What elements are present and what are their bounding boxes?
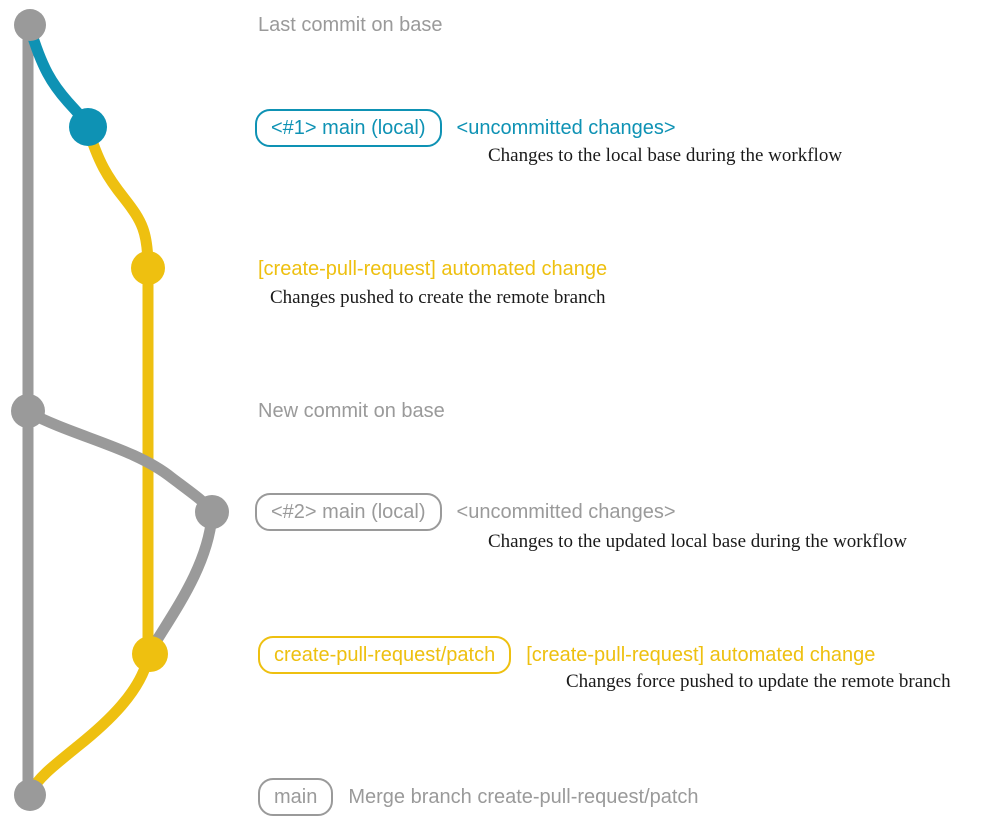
commit-dot-local-main-1: [69, 108, 107, 146]
commit-dot-last-base: [14, 9, 46, 41]
commit-dot-new-base: [11, 394, 45, 428]
commit-dot-patch-2: [132, 636, 168, 672]
commit-dot-local-main-2: [195, 495, 229, 529]
commit1-description: Changes to the local base during the wor…: [488, 145, 843, 166]
last-commit-label: Last commit on base: [258, 14, 443, 36]
commit2-row: <#2> main (local) <uncommitted changes>: [255, 493, 676, 531]
commit2-annotation: <uncommitted changes>: [456, 500, 676, 523]
updated-local-main-curve: [22, 406, 218, 518]
new-commit-label: New commit on base: [258, 400, 445, 422]
commit1-branch-badge: <#1> main (local): [255, 109, 442, 147]
push2-commit-message: [create-pull-request] automated change: [526, 643, 876, 666]
merge-curve: [24, 652, 154, 799]
push2-description: Changes force pushed to update the remot…: [566, 671, 951, 692]
push2-row: create-pull-request/patch [create-pull-r…: [258, 636, 875, 674]
patch-branch-badge: create-pull-request/patch: [258, 636, 512, 674]
patch-branch-curve-1: [82, 122, 154, 274]
push1-commit-message: [create-pull-request] automated change: [258, 258, 608, 280]
commit2-description: Changes to the updated local base during…: [488, 531, 907, 552]
commit-dot-patch-1: [131, 251, 165, 285]
main-branch-badge: main: [258, 778, 334, 816]
merge-row: main Merge branch create-pull-request/pa…: [258, 778, 699, 816]
commit1-annotation: <uncommitted changes>: [456, 116, 676, 139]
merge-commit-message: Merge branch create-pull-request/patch: [348, 785, 699, 808]
push1-description: Changes pushed to create the remote bran…: [270, 287, 606, 308]
commit2-branch-badge: <#2> main (local): [255, 493, 442, 531]
force-push-curve: [144, 510, 218, 660]
commit1-row: <#1> main (local) <uncommitted changes>: [255, 109, 676, 147]
commit-dot-merge: [14, 779, 46, 811]
